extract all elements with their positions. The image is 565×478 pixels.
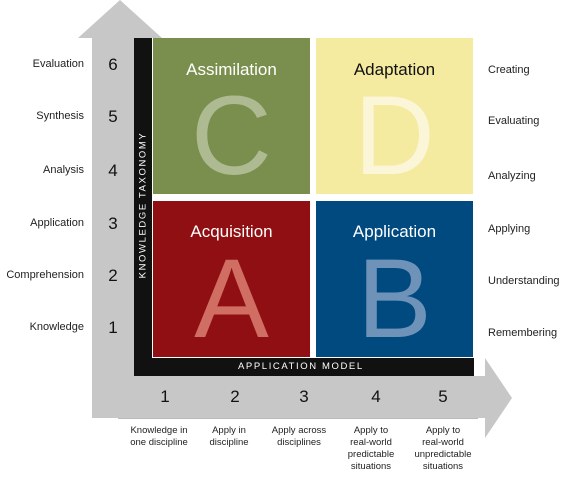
y-number-1: 1 xyxy=(108,318,118,337)
y-left-label-1: Knowledge xyxy=(29,321,84,333)
x-label-5-line-3: unpredictable xyxy=(414,449,472,460)
x-label-3: Apply across disciplines xyxy=(259,425,339,449)
x-label-5-line-2: real-world xyxy=(422,437,464,448)
x-label-4-line-3: predictable xyxy=(347,449,395,460)
x-label-2-line-1: Apply in xyxy=(212,425,246,436)
x-axis-bar xyxy=(134,358,474,376)
y-left-label-4: Analysis xyxy=(43,164,84,176)
quadrant-c-letter: C xyxy=(191,73,272,198)
y-left-label-2: Comprehension xyxy=(6,269,84,281)
x-label-4-line-1: Apply to xyxy=(353,425,389,436)
y-axis-bar xyxy=(134,38,152,376)
y-left-label-5: Synthesis xyxy=(36,110,84,122)
x-label-1-line-2: one discipline xyxy=(130,437,188,448)
quadrant-b-name: Application xyxy=(352,222,437,241)
x-label-4: Apply to real-world predictable situatio… xyxy=(331,425,411,473)
x-number-4: 4 xyxy=(371,387,381,406)
x-number-3: 3 xyxy=(299,387,309,406)
x-label-3-line-1: Apply across xyxy=(271,425,327,436)
y-number-3: 3 xyxy=(108,214,118,233)
x-number-1: 1 xyxy=(160,387,170,406)
quadrant-b: Application B xyxy=(316,201,473,357)
y-number-6: 6 xyxy=(108,55,118,74)
x-label-4-line-2: real-world xyxy=(350,437,392,448)
y-axis-title: KNOWLEDGE TAXONOMY xyxy=(137,131,149,279)
x-label-1-line-1: Knowledge in xyxy=(130,425,188,436)
x-label-2: Apply in discipline xyxy=(189,425,269,449)
y-right-label-5: Evaluating xyxy=(488,115,540,127)
y-number-4: 4 xyxy=(108,161,118,180)
quadrant-b-letter: B xyxy=(357,236,432,361)
quadrant-a: Acquisition A xyxy=(153,201,310,357)
arrow-shape xyxy=(78,0,512,438)
x-label-5: Apply to real-world unpredictable situat… xyxy=(403,425,483,473)
x-label-5-line-4: situations xyxy=(422,461,464,472)
x-label-1: Knowledge in one discipline xyxy=(119,425,199,449)
x-label-3-line-2: disciplines xyxy=(277,437,321,448)
y-right-label-6: Creating xyxy=(488,64,530,76)
x-axis-title: APPLICATION MODEL xyxy=(238,361,364,372)
quadrant-d: Adaptation D xyxy=(316,38,473,194)
quadrant-d-letter: D xyxy=(354,73,435,198)
quadrant-a-name: Acquisition xyxy=(190,222,273,241)
x-number-2: 2 xyxy=(230,387,240,406)
quadrant-d-name: Adaptation xyxy=(353,60,436,79)
quadrant-c-name: Assimilation xyxy=(186,60,277,79)
y-right-label-2: Understanding xyxy=(488,275,560,287)
y-left-label-6: Evaluation xyxy=(32,58,84,70)
y-right-label-3: Applying xyxy=(488,223,531,235)
quadrant-c: Assimilation C xyxy=(153,38,310,194)
x-label-4-line-4: situations xyxy=(350,461,392,472)
quadrant-a-letter: A xyxy=(194,236,269,361)
x-label-divider xyxy=(118,418,478,419)
x-label-2-line-2: discipline xyxy=(209,437,249,448)
x-number-5: 5 xyxy=(438,387,448,406)
y-right-label-4: Analyzing xyxy=(488,170,536,182)
x-label-5-line-1: Apply to xyxy=(425,425,461,436)
y-left-label-3: Application xyxy=(30,217,84,229)
y-right-label-1: Remembering xyxy=(488,327,558,339)
y-number-2: 2 xyxy=(108,266,118,285)
y-number-5: 5 xyxy=(108,107,118,126)
